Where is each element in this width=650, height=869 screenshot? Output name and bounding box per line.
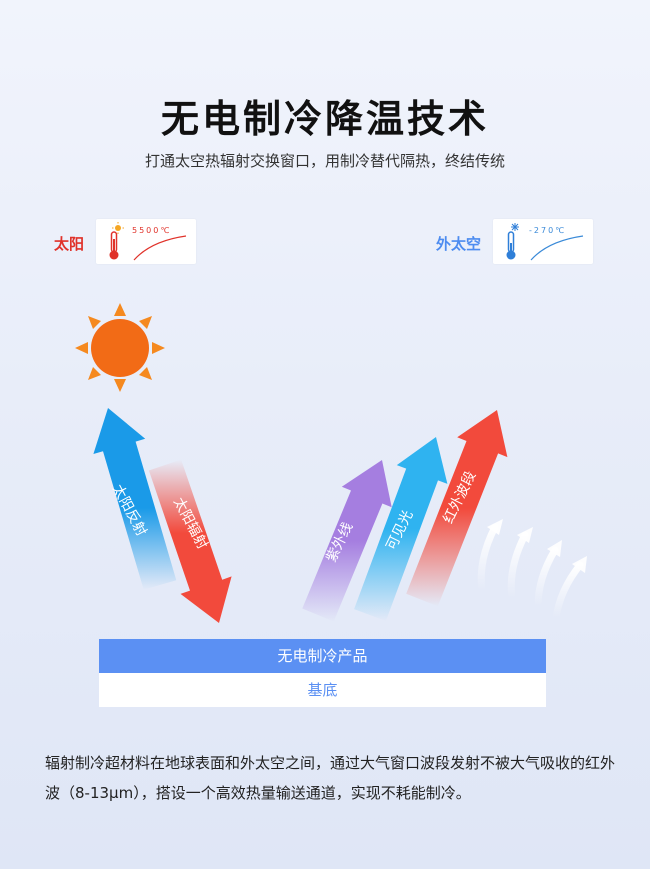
space-temperature: -270℃: [529, 226, 567, 235]
sun-label: 太阳: [54, 235, 85, 253]
heat-wisps-icon: [477, 523, 584, 622]
description-text: 辐射制冷超材料在地球表面和外太空之间，通过大气窗口波段发射不被大气吸收的红外波（…: [45, 754, 616, 802]
space-temperature-card: -270℃: [493, 219, 593, 264]
product-layer: 无电制冷产品: [99, 639, 546, 673]
sun-temperature-card: 5500℃: [96, 219, 196, 264]
thermometer-snowflake-icon: [506, 223, 584, 261]
ultraviolet-arrow: [302, 460, 392, 622]
space-label: 外太空: [436, 235, 482, 253]
sun-temperature: 5500℃: [132, 226, 172, 235]
base-layer: 基底: [99, 673, 546, 707]
solar-radiation-arrow: [148, 459, 232, 623]
thermometer-sun-icon: [109, 222, 187, 261]
solar-reflection-arrow: [93, 408, 177, 590]
page-title: 无电制冷降温技术: [160, 97, 489, 141]
visible-light-arrow: [354, 437, 448, 621]
sun-icon: [75, 303, 165, 392]
page-subtitle: 打通太空热辐射交换窗口，用制冷替代隔热，终结传统: [144, 152, 505, 170]
infrared-arrow: [406, 410, 508, 607]
